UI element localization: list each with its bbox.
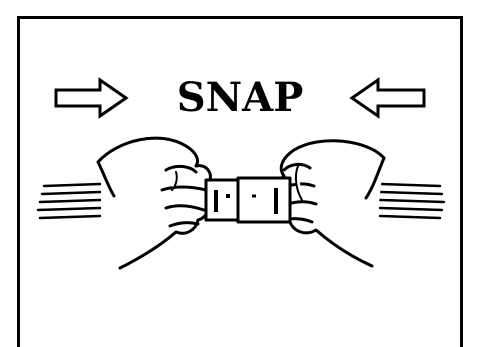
right-hand (276, 139, 386, 268)
right-arrow-icon (349, 77, 426, 119)
connector-right-half (236, 176, 292, 224)
motion-lines-right (378, 182, 446, 220)
illustration-frame (17, 16, 463, 347)
connector-assembly (204, 176, 292, 224)
snap-caption: SNAP (176, 74, 304, 121)
left-hand (96, 136, 216, 270)
connector-left-half (204, 178, 244, 222)
left-arrow-icon (54, 77, 129, 119)
motion-lines-left (36, 182, 102, 220)
